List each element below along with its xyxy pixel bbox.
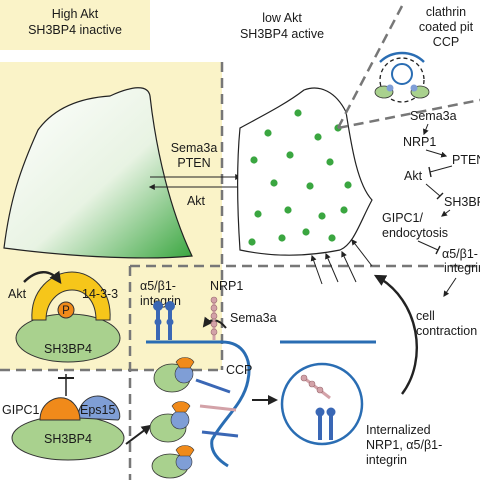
internalized-vesicle <box>280 362 364 446</box>
vesicle <box>314 133 322 141</box>
inhibit-pten-akt <box>429 165 453 173</box>
arrow-nrp1-pten <box>425 149 448 158</box>
inactive-complex: P SH3BP4 Akt 14-3-3 <box>8 270 121 363</box>
sh3bp4-active-label: SH3BP4 <box>44 432 92 446</box>
pathway-integrin-line1: α5/β1- <box>442 247 478 261</box>
adaptor-label: 14-3-3 <box>82 287 118 301</box>
pathway-nrp1: NRP1 <box>403 135 436 149</box>
low-akt-subtitle: SH3BP4 active <box>240 27 324 41</box>
arrow-complex-to-ccp <box>125 424 152 445</box>
vesicle <box>284 206 292 214</box>
pathway-gipc1: GIPC1/ <box>382 211 424 225</box>
ccp-inset-line1: clathrin <box>426 5 466 19</box>
ccp-inset-drawing <box>374 51 430 103</box>
gipc1-label: GIPC1 <box>2 403 40 417</box>
membrane-integrin-line1: α5/β1- <box>140 279 176 293</box>
membrane-sema3a: Sema3a <box>230 311 277 325</box>
ccp-inset-line2: coated pit <box>419 20 474 34</box>
arrow-sema3a-nrp1 <box>422 123 429 136</box>
inhibit-endocytosis-integrin <box>417 240 439 251</box>
internalized-line1: Internalized <box>366 423 431 437</box>
ccp-cargo <box>195 378 239 438</box>
membrane-ccp-label: CCP <box>226 363 252 377</box>
transition-pten: PTEN <box>177 156 210 170</box>
vesicle <box>248 238 256 246</box>
ccp-zoom-line-lower <box>337 98 480 130</box>
transition-sema3a: Sema3a <box>171 141 218 155</box>
transition-akt: Akt <box>187 194 206 208</box>
phospho-site <box>57 301 75 319</box>
vesicle <box>328 234 336 242</box>
pathway-integrin-line2: integrin <box>444 261 480 275</box>
vesicle <box>306 182 314 190</box>
phospho-label: P <box>62 305 70 317</box>
high-akt-label-bg <box>0 0 150 50</box>
vesicle <box>326 158 334 166</box>
high-akt-subtitle: SH3BP4 inactive <box>28 23 122 37</box>
vesicle <box>340 206 348 214</box>
pathway-contraction: contraction <box>416 324 477 338</box>
gipc1-shape <box>39 397 81 421</box>
pathway-akt: Akt <box>404 169 423 183</box>
akt-phosphorylation-arrow <box>23 270 62 284</box>
pathway-sema3a: Sema3a <box>410 109 457 123</box>
vesicle <box>250 156 258 164</box>
ccp-inset-line3: CCP <box>433 35 459 49</box>
eps15-shape <box>77 395 121 421</box>
membrane-nrp1: NRP1 <box>210 279 243 293</box>
inward-force-arrows <box>310 239 373 285</box>
ccp-zoom-line-upper <box>336 5 404 129</box>
sh3bp4-inactive-label: SH3BP4 <box>44 342 92 356</box>
endocytic-vesicles <box>248 109 352 246</box>
internalized-line2: NRP1, α5/β1- <box>366 438 442 452</box>
vesicle <box>278 234 286 242</box>
active-complex: GIPC1 Eps15 SH3BP4 <box>2 395 125 461</box>
pathway-endocytosis: endocytosis <box>382 226 448 240</box>
pathway-pten: PTEN <box>452 153 480 167</box>
high-akt-title: High Akt <box>52 7 99 21</box>
plasma-membrane-ccp <box>146 340 251 468</box>
internalized-cargo <box>300 374 336 440</box>
vesicle <box>254 210 262 218</box>
eps15-label: Eps15 <box>80 403 115 417</box>
vesicle <box>302 228 310 236</box>
low-akt-title: low Akt <box>262 11 302 25</box>
pathway-sh3bp4: SH3BP4 <box>444 195 480 209</box>
vesicle <box>344 181 352 189</box>
arrow-sh3bp4-gipc1 <box>441 209 451 217</box>
nrp1-membrane <box>210 296 218 340</box>
arrow-integrin-contraction <box>443 277 457 297</box>
vesicle <box>264 129 272 137</box>
vesicle <box>318 212 326 220</box>
internalized-line3: integrin <box>366 453 407 467</box>
akt-label: Akt <box>8 287 27 301</box>
high-akt-cell <box>3 87 193 259</box>
vesicle <box>294 109 302 117</box>
pathway-cell: cell <box>416 309 435 323</box>
inhibit-akt-sh3bp4 <box>425 183 441 197</box>
integrin-membrane <box>153 301 175 340</box>
vesicle <box>270 179 278 187</box>
arrow-internalization-to-cell <box>373 274 418 395</box>
ccp-adaptor-complexes <box>149 357 195 479</box>
vesicle <box>286 151 294 159</box>
